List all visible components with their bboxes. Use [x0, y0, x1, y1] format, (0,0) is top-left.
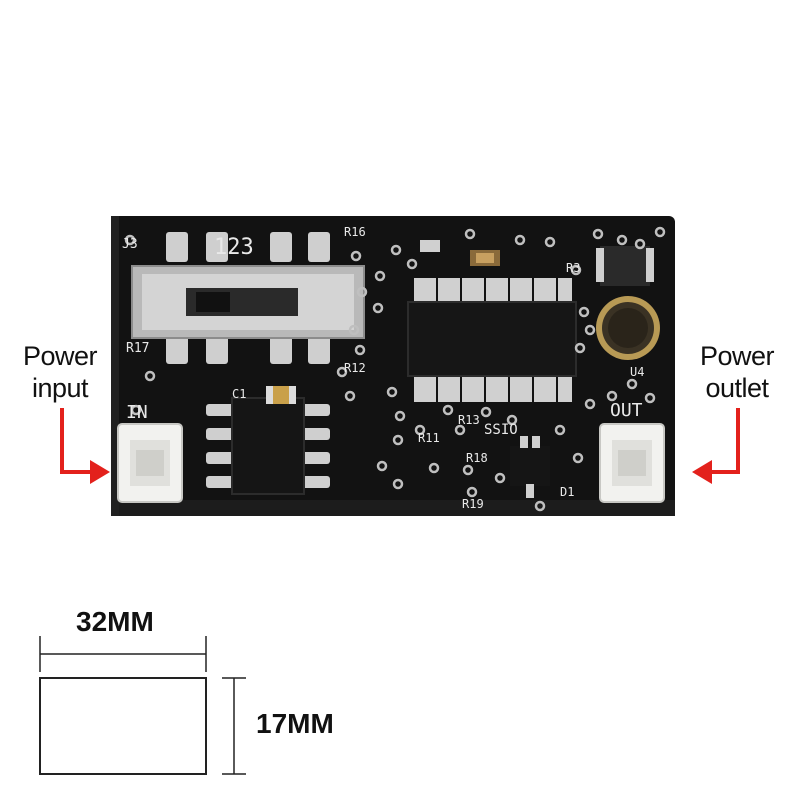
silk-r12: R12 [344, 361, 366, 375]
left-arrow-icon [60, 408, 110, 484]
pcb-board [111, 216, 675, 516]
ic-chip-14pin [407, 278, 577, 402]
silk-r11: R11 [418, 431, 440, 445]
ic-chip-8pin [206, 397, 330, 495]
silk-c1: C1 [232, 387, 246, 401]
silk-r13: R13 [458, 413, 480, 427]
power-outlet-line1: Power [699, 341, 775, 371]
power-outlet-connector [599, 423, 665, 503]
capacitor-c1 [266, 386, 296, 404]
height-dimension-label: 17MM [256, 708, 334, 739]
silk-in: IN [126, 402, 148, 423]
silk-d1: D1 [560, 485, 574, 499]
power-outlet-label: Power outlet [685, 340, 789, 404]
switch-position-label: 123 [214, 235, 254, 260]
power-input-connector [117, 423, 183, 503]
silk-r16: R16 [344, 225, 366, 239]
silk-r18: R18 [466, 451, 488, 465]
power-input-label: Power input [8, 340, 112, 404]
silk-ssio: SSIO [484, 422, 518, 438]
silk-u4: U4 [630, 365, 644, 379]
silkscreen: 123 J3 R16 R17 C1 R12 R11 R13 R18 R19 R3… [122, 225, 644, 511]
power-input-line1: Power [22, 341, 98, 371]
smd-components [420, 240, 654, 498]
silk-out: OUT [610, 400, 643, 421]
pcb-vias [124, 226, 666, 512]
power-input-line2: input [31, 373, 89, 403]
dimension-diagram [39, 636, 246, 775]
buzzer [596, 296, 660, 360]
silk-r19: R19 [462, 497, 484, 511]
slide-switch [131, 232, 365, 364]
power-outlet-line2: outlet [705, 373, 769, 403]
silk-j3: J3 [122, 237, 138, 252]
right-arrow-icon [692, 408, 740, 484]
silk-r17: R17 [126, 341, 149, 356]
silk-r3: R3 [566, 261, 580, 275]
width-dimension-label: 32MM [76, 606, 154, 637]
